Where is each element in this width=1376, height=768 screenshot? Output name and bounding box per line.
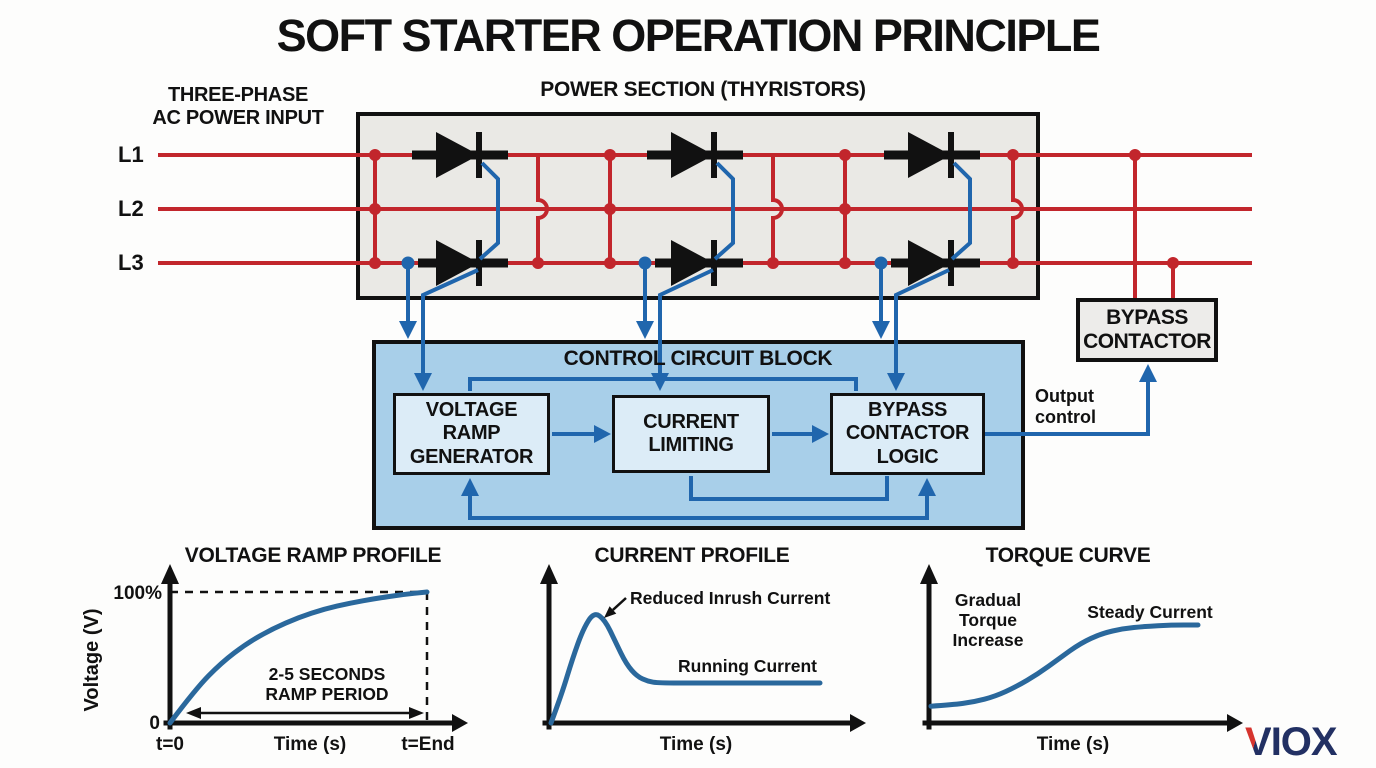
chart3-xlabel: Time (s) <box>1037 734 1110 755</box>
chart1-xlabel: Time (s) <box>274 734 347 755</box>
control-circuit-title: CONTROL CIRCUIT BLOCK <box>563 347 833 370</box>
gradual-torque-label-line3: Increase <box>952 630 1023 650</box>
chart1-x-arrow <box>452 714 468 732</box>
torque-curve-chart: TORQUE CURVE Gradual Torque Increase Ste… <box>920 544 1243 755</box>
torque-curve <box>928 622 1201 709</box>
phase-label-l2: L2 <box>118 196 144 221</box>
current-profile-curve <box>548 612 823 726</box>
chart2-x-arrow <box>850 714 866 732</box>
chart1-xtick-start: t=0 <box>156 734 184 755</box>
ramp-period-arrow-right <box>409 707 424 719</box>
current-profile-chart: CURRENT PROFILE Reduced Inrush Current R… <box>540 544 866 755</box>
gradual-torque-label-line1: Gradual <box>955 590 1021 610</box>
chart1-annotation-line1: 2-5 SECONDS <box>269 664 386 684</box>
page-title: SOFT STARTER OPERATION PRINCIPLE <box>276 10 1101 61</box>
chart3-y-arrow <box>920 564 938 584</box>
chart3-x-arrow <box>1227 714 1243 732</box>
chart1-title: VOLTAGE RAMP PROFILE <box>185 544 442 567</box>
chart1-annotation-line2: RAMP PERIOD <box>265 684 388 704</box>
chart3-title: TORQUE CURVE <box>986 544 1151 567</box>
running-current-label: Running Current <box>678 656 817 676</box>
inrush-pointer-head <box>604 606 617 618</box>
viox-logo-v: V <box>1245 720 1272 764</box>
chart2-title: CURRENT PROFILE <box>594 544 789 567</box>
voltage-ramp-generator-box: VOLTAGE RAMP GENERATOR <box>393 393 550 475</box>
chart1-ytick-100: 100% <box>113 583 162 604</box>
chart1-y-arrow <box>161 564 179 584</box>
chart2-xlabel: Time (s) <box>660 734 733 755</box>
chart1-xtick-end: t=End <box>401 734 454 755</box>
ramp-period-arrow-left <box>186 707 201 719</box>
chart2-y-arrow <box>540 564 558 584</box>
phase-label-l3: L3 <box>118 250 144 275</box>
gradual-torque-label-line2: Torque <box>959 610 1017 630</box>
voltage-ramp-chart: VOLTAGE RAMP PROFILE Voltage (V) 100% 0 … <box>81 544 468 755</box>
phase-label-l1: L1 <box>118 142 144 167</box>
power-section-panel <box>356 112 1040 300</box>
three-phase-input-label: THREE-PHASE AC POWER INPUT <box>152 84 324 129</box>
chart1-ytick-0: 0 <box>149 713 160 734</box>
output-control-label: Output control <box>1035 386 1096 428</box>
bypass-contactor-box: BYPASS CONTACTOR <box>1076 298 1218 362</box>
bypass-contactor-logic-box: BYPASS CONTACTOR LOGIC <box>830 393 985 475</box>
inrush-pointer-line <box>612 597 627 611</box>
steady-current-label: Steady Current <box>1087 602 1213 622</box>
current-limiting-box: CURRENT LIMITING <box>612 395 770 473</box>
power-section-title: POWER SECTION (THYRISTORS) <box>540 78 866 101</box>
voltage-ramp-curve <box>167 589 430 726</box>
inrush-current-label: Reduced Inrush Current <box>630 588 830 608</box>
viox-logo-rest: IOX <box>1270 720 1338 764</box>
chart1-ylabel: Voltage (V) <box>81 609 103 712</box>
